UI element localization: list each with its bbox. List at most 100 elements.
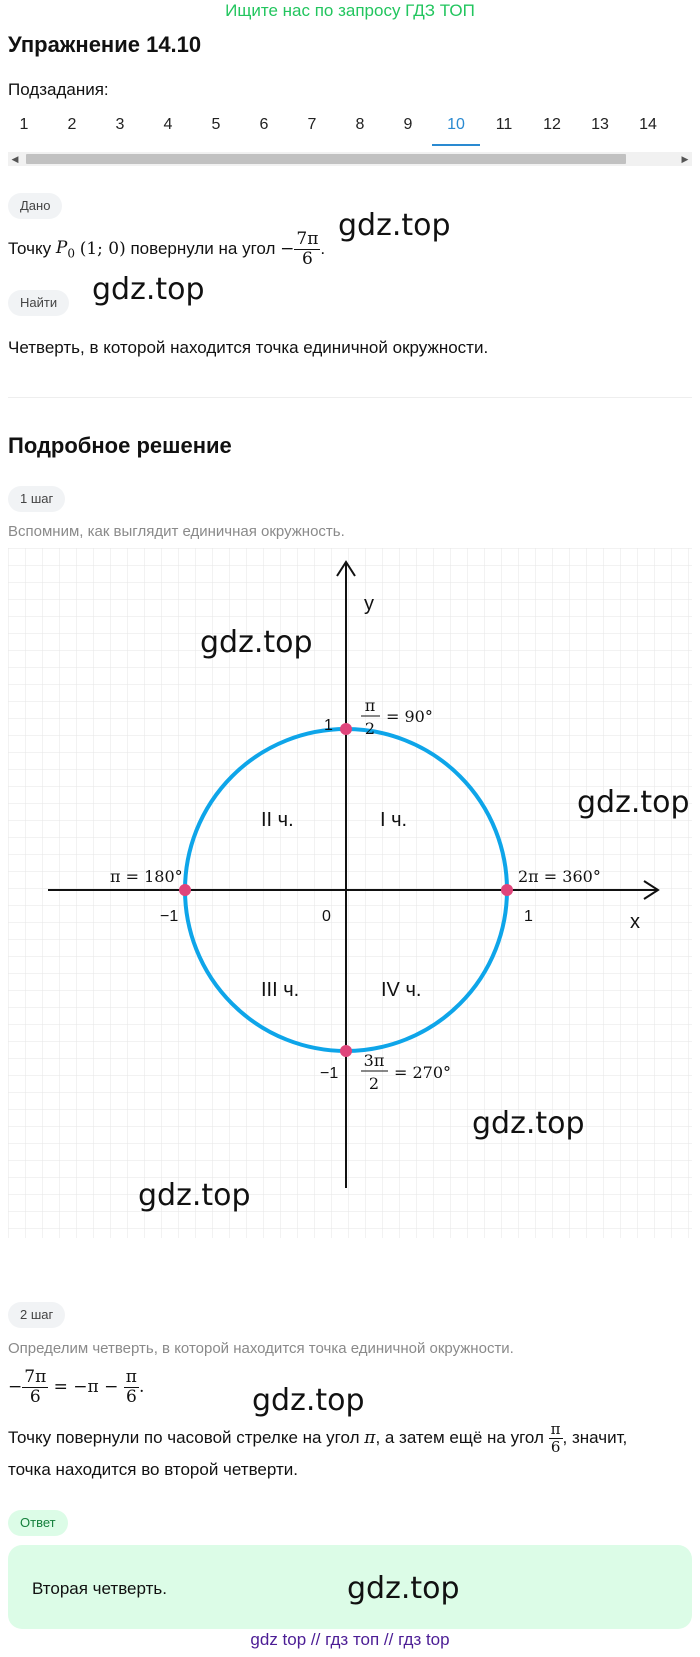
subtask-tab-13[interactable]: 13 [591,116,609,133]
label-top-value: = 90° [386,707,433,726]
unit-circle-graph: x y 0 1 −1 1 −1 I ч. II ч. III ч. IV ч. π 2 = 90° π = … [8,548,692,1238]
eq-num-2: π [123,1366,139,1388]
page-title: Упражнение 14.10 [8,32,202,57]
given-angle-den: 6 [301,248,313,269]
given-point-sub: 0 [67,246,75,261]
divider [8,397,692,398]
subtask-tab-6[interactable]: 6 [259,116,269,133]
step2-text: Определим четверть, в которой находится … [8,1340,514,1357]
eq-sign: − [8,1377,23,1397]
scroll-left-arrow-icon[interactable]: ◀ [11,154,19,164]
label-bottom-den: 2 [369,1074,379,1093]
x-minus-one-label: −1 [160,908,178,925]
tabs-scrollbar[interactable]: ◀ ▶ [8,152,692,166]
point-right [501,884,513,896]
step2-line2: точка находится во второй четверти. [8,1460,298,1479]
scroll-thumb[interactable] [26,154,626,164]
point-top [340,723,352,735]
subtasks-label: Подзадания: [8,80,109,99]
answer-pill: Ответ [8,1510,68,1536]
answer-text: Вторая четверть. [32,1579,167,1598]
subtask-tab-7[interactable]: 7 [307,116,317,133]
footer-links[interactable]: gdz top // гдз топ // гдз top [250,1630,450,1649]
line1-end: , значит, [562,1428,628,1447]
subtask-tab-2[interactable]: 2 [67,116,77,133]
quadrant-3-label: III ч. [261,979,299,1001]
label-bottom-num: 3π [364,1051,385,1070]
watermark: gdz.top [338,208,451,243]
subtask-tab-12[interactable]: 12 [543,116,561,133]
given-point-letter: P [55,237,68,258]
x-one-label: 1 [524,908,533,925]
eq-den-2: 6 [125,1386,137,1407]
watermark: gdz.top [92,272,205,307]
find-pill: Найти [8,290,70,316]
eq-end: . [138,1377,145,1397]
subtask-tab-5[interactable]: 5 [211,116,221,133]
line1-num: π [548,1420,563,1439]
solution-title: Подробное решение [8,433,232,458]
watermark: gdz.top [347,1571,460,1606]
line1-den: 6 [550,1437,561,1456]
given-angle-end: . [320,239,326,258]
given-point-coords: (1; 0) [79,239,126,259]
y-one-label: 1 [324,717,333,734]
line1-prefix: Точку повернули по часовой стрелке на уг… [8,1428,360,1447]
watermark: gdz.top [577,785,690,820]
given-angle-sign: − [280,239,295,259]
x-axis-label: x [630,911,640,933]
watermark: gdz.top [138,1178,251,1213]
y-axis-label: y [364,593,374,615]
point-bottom [340,1045,352,1057]
scroll-right-arrow-icon[interactable]: ▶ [681,154,689,164]
quadrant-2-label: II ч. [261,809,294,831]
find-text: Четверть, в которой находится точка един… [8,338,489,357]
subtask-tab-11[interactable]: 11 [495,116,513,133]
subtask-tab-8[interactable]: 8 [355,116,365,133]
given-point: P0 [56,238,75,260]
watermark: gdz.top [200,625,313,660]
subtask-tab-1[interactable]: 1 [19,116,29,133]
subtask-tab-9[interactable]: 9 [403,116,413,133]
label-left: π = 180° [110,867,183,886]
watermark: gdz.top [252,1383,365,1418]
y-axis-arrow-icon [336,560,356,577]
top-banner[interactable]: Ищите нас по запросу ГДЗ ТОП [225,1,475,20]
given-angle-num: 7π [294,228,321,250]
label-bottom-value: = 270° [394,1063,451,1082]
label-top-den: 2 [365,719,375,738]
step1-pill: 1 шаг [8,486,66,512]
step1-text: Вспомним, как выглядит единичная окружно… [8,523,345,540]
quadrant-4-label: IV ч. [381,979,421,1001]
subtask-tab-3[interactable]: 3 [115,116,125,133]
point-left [179,884,191,896]
grid-background [8,548,692,1238]
watermark: gdz.top [472,1106,585,1141]
subtask-tab-14[interactable]: 14 [639,116,657,133]
x-axis-arrow-icon [643,880,660,900]
given-middle: повернули на угол [130,239,276,258]
subtask-tab-10[interactable]: 10 [432,110,480,146]
line1-mid: , а затем ещё на угол [375,1428,544,1447]
step2-line1: Точку повернули по часовой стрелке на уг… [8,1412,627,1464]
y-minus-one-label: −1 [320,1065,338,1082]
given-prefix: Точку [8,239,52,258]
given-pill: Дано [8,193,63,219]
subtask-tab-4[interactable]: 4 [163,116,173,133]
step2-pill: 2 шаг [8,1302,66,1328]
origin-label: 0 [322,908,331,925]
answer-box: Вторая четверть. [8,1545,692,1629]
label-right: 2π = 360° [518,867,601,886]
eq-den-1: 6 [29,1386,41,1407]
eq-num-1: 7π [22,1366,49,1388]
eq-mid: = −π − [53,1377,119,1397]
label-top-num: π [365,696,376,715]
quadrant-1-label: I ч. [380,809,407,831]
